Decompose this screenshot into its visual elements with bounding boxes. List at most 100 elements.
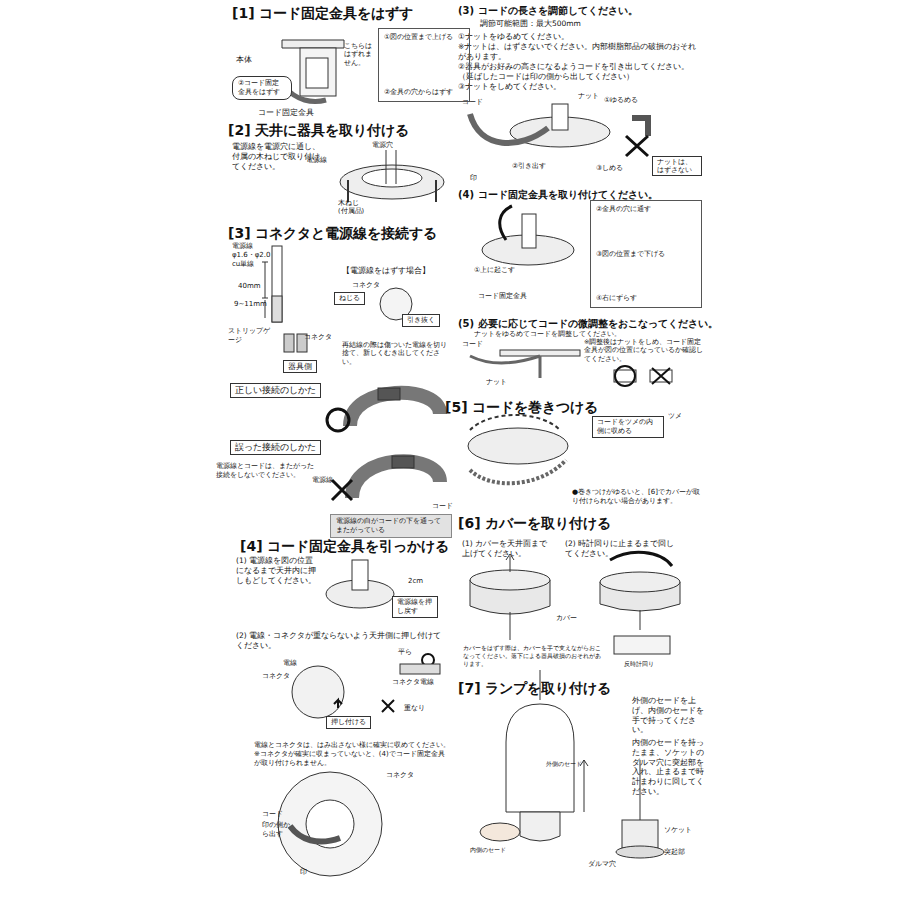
path-shape [580,760,588,812]
callout-label: 本体 [236,55,252,65]
text-box: 電源線の白がコードの下を通ってまたがっている [330,514,452,538]
path-shape [286,88,326,102]
rect-shape [522,214,536,248]
callout-label: コード固定金具 [258,108,314,118]
callout-label: コネクタ [352,281,380,290]
path-shape [334,700,342,708]
callout-label: 9~11mm [234,300,267,309]
rect-shape [614,636,670,654]
ellipse-shape [600,572,680,592]
callout-label: 電源穴 [372,141,393,150]
step-heading: [6] カバーを取り付ける [458,514,611,532]
box-text: 引き抜く [407,316,435,325]
path-shape [640,610,641,630]
rect-shape [400,664,440,674]
text-box: ナットは、はずさない [652,156,702,176]
inset-panel: ②金具の穴に通す③図の位置まで下げる④右にずらす [590,200,702,308]
callout-label: 電線 [283,659,297,668]
step-heading: [7] ランプを取り付ける [458,679,611,697]
callout-label: 2cm [408,577,423,586]
path-shape [470,460,566,483]
callout-label: ②器具がお好みの高さになるようコードを引き出してください。（延ばしたコードは印の… [458,62,703,82]
path-shape [332,480,352,500]
callout-label: コネクタ [262,672,290,681]
callout-label: (1) カバーを天井面まで上げてください。 [462,539,550,559]
path-shape [282,40,344,48]
callout-label: コネクタ [386,771,414,780]
rect-shape [500,350,580,356]
callout-label: こちらははずれません。 [344,42,374,67]
step-heading: [5] コードを巻きつける [445,398,598,416]
callout-label: コード [262,810,283,819]
callout-label: 平ら [398,648,412,657]
path-shape [262,262,268,318]
path-shape [500,206,512,240]
callout-label: カバーをはずす際は、カバーを手で支えながらおこなってください。落下による器具破損… [463,644,605,667]
callout-label: 印 [300,868,307,877]
ellipse-shape [616,846,664,858]
callout-label: ●巻きつけがゆるいと、[6]でカバーが取り付けられない場合があります。 [572,488,704,506]
rect-shape [352,560,368,590]
callout-label: コネクタ [304,333,332,342]
box-text: ④右にずらす [596,294,696,303]
path-shape [520,812,560,841]
callout-label: 突起部 [664,848,685,856]
box-text: コードをツメの内側に収める [597,418,659,436]
path-shape [610,552,672,566]
step-heading: [2] 天井に器具を取り付ける [228,121,409,139]
callout-label: 内側のセードを持ったまま、ソケットのダルマ穴に突起部を入れ、止まるまで時計まわり… [632,738,704,797]
callout-label: ①上に起こす [474,266,515,275]
ellipse-shape [340,165,444,199]
box-text: 誤った接続のしかた [235,442,316,453]
circle-shape [292,666,344,718]
callout-label: 反時計回り [624,660,654,668]
rect-shape [284,334,294,352]
callout-label: コネクタ [392,678,420,686]
callout-label: 再結線の際は傷ついた電線を切り捨て、新しくむき出してください。 [342,341,452,366]
box-text: ①図の位置まで上げる [384,33,464,42]
step-heading: (3) コードの長さを調節してください。 [458,4,638,17]
callout-label: カバー [556,614,577,623]
path-shape [626,136,648,156]
text-box: 正しい接続のしかた [230,383,321,398]
path-shape [382,700,394,712]
step-heading: [1] コード固定金具をはずす [232,4,413,22]
box-text: ②金具の穴に通す [596,205,696,214]
callout-label: コード [462,98,483,107]
text-box: 押し付ける [326,716,371,729]
callout-label: ソケット [664,826,692,834]
callout-label: 電線とコネクタは、はみ出さない様に確実に収めてください。 ※コネクタが確実に収ま… [254,741,450,768]
step-heading: [3] コネクタと電源線を接続する [228,224,437,242]
path-shape [470,415,560,430]
rect-shape [272,296,282,322]
step-heading: [4] コード固定金具を引っかける [240,537,449,555]
rect-shape [300,48,336,96]
rect-shape [392,456,414,468]
box-text: ナットは、はずさない [657,158,697,174]
callout-label: 印 [470,174,477,183]
rect-shape [306,58,328,88]
text-box: コードをツメの内側に収める [592,416,664,438]
callout-label: 重なり [404,704,425,712]
callout-label: ③ナットをしめてください。 [458,82,561,92]
callout-label: ③しめる [596,164,623,173]
rect-shape [272,246,282,322]
circle-shape [278,772,382,876]
step-heading: (5) 必要に応じてコードの微調整をおこなってください。 [458,317,718,330]
path-shape [386,150,396,184]
ellipse-shape [468,428,568,464]
callout-label: 電線 [420,678,434,686]
callout-label: ダルマ穴 [588,860,616,868]
callout-label: ストリップゲージ [228,327,274,345]
inset-panel: ①図の位置まで上げる ②金具の穴からはずす [378,28,470,102]
box-text: ねじる [339,294,360,303]
box-text: ②金具の穴からはずす [384,88,464,97]
path-shape [652,368,670,384]
path-shape [632,118,648,136]
callout-label: ナットをゆるめてコードを調整してください。 [474,330,621,339]
callout-label: (1) 電源線を図の位置になるまで天井内に押しもどしてください。 [236,556,318,585]
ellipse-shape [480,823,520,841]
callout-label: ナット [486,378,507,387]
